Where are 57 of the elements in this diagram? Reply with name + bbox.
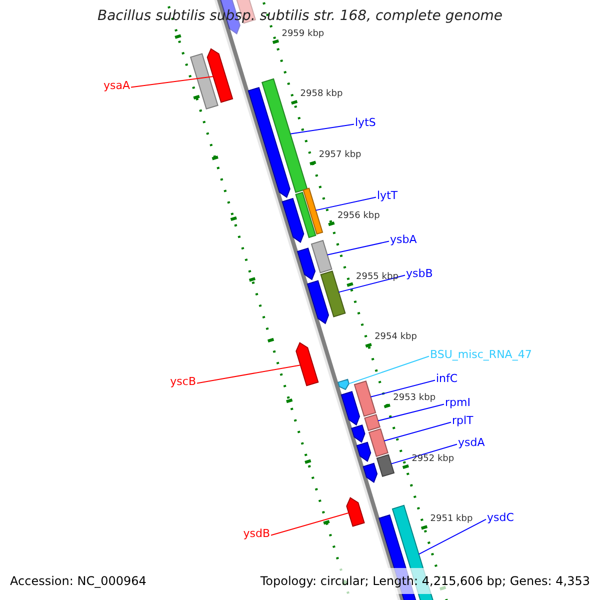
gene-feature: [351, 424, 366, 443]
tick-label: 2953 kbp: [393, 394, 436, 404]
gene-label: rpmI: [445, 397, 470, 410]
gene-bar: [364, 414, 381, 432]
gene-label: ysaA: [103, 80, 130, 92]
leader-line: [384, 422, 452, 442]
gene-bar: [302, 188, 324, 235]
leader-line: [326, 240, 390, 256]
gene-feature: [296, 248, 316, 280]
leader-line: [338, 274, 406, 293]
gene-feature: [282, 198, 304, 243]
leader-line: [418, 518, 486, 555]
gene-label: ysdB: [243, 528, 270, 540]
gene-label: BSU_misc_RNA_47: [430, 349, 532, 362]
gene-label: infC: [436, 373, 458, 386]
gene-label: yscB: [170, 376, 196, 388]
gene-feature: [248, 86, 290, 198]
gene-feature: [306, 280, 330, 324]
leader-line: [290, 124, 354, 134]
leader-line: [370, 380, 436, 398]
gene-bar: [190, 53, 218, 110]
gene-label: ysdC: [487, 512, 514, 524]
gene-label: ysbA: [390, 234, 417, 246]
leader-line: [196, 364, 301, 384]
tick-label: 2952 kbp: [412, 454, 454, 465]
gene-label: rplT: [452, 415, 474, 428]
tick-label: 2958 kbp: [300, 90, 343, 100]
tick-label: 2959 kbp: [282, 30, 324, 40]
gene-feature: [296, 342, 319, 386]
gene-feature: [340, 391, 360, 426]
tick-label: 2951 kbp: [430, 515, 473, 526]
gene-bar: [368, 428, 388, 457]
tick-label: 2954 kbp: [374, 333, 417, 344]
tick-label: 2956 kbp: [337, 212, 380, 222]
accession-text: Accession: NC_000964: [10, 575, 146, 588]
gene-bar: [376, 454, 395, 478]
gene-label: lytT: [377, 190, 398, 202]
leader-line: [270, 512, 350, 536]
gene-feature: [206, 48, 234, 103]
tick-label: 2957 kbp: [318, 151, 362, 161]
gene-bar: [310, 240, 332, 274]
leader-line: [348, 356, 430, 384]
gene-feature: [362, 462, 378, 483]
leader-line: [390, 444, 458, 464]
gene-feature: [346, 497, 365, 527]
leader-line: [315, 196, 376, 211]
gene-feature: [356, 442, 372, 462]
gene-bar: [320, 270, 346, 318]
gene-bar: [295, 192, 316, 238]
gene-label: ysbB: [406, 268, 433, 280]
tick-label: 2955 kbp: [356, 272, 398, 282]
leader-line: [378, 404, 444, 422]
gene-label: lytS: [355, 117, 376, 130]
gene-label: ysdA: [458, 437, 485, 450]
gene-feature: [337, 378, 350, 390]
genome-info-text: Topology: circular; Length: 4,215,606 bp; Genes: 4,353: [260, 575, 590, 588]
leader-line: [130, 76, 214, 88]
